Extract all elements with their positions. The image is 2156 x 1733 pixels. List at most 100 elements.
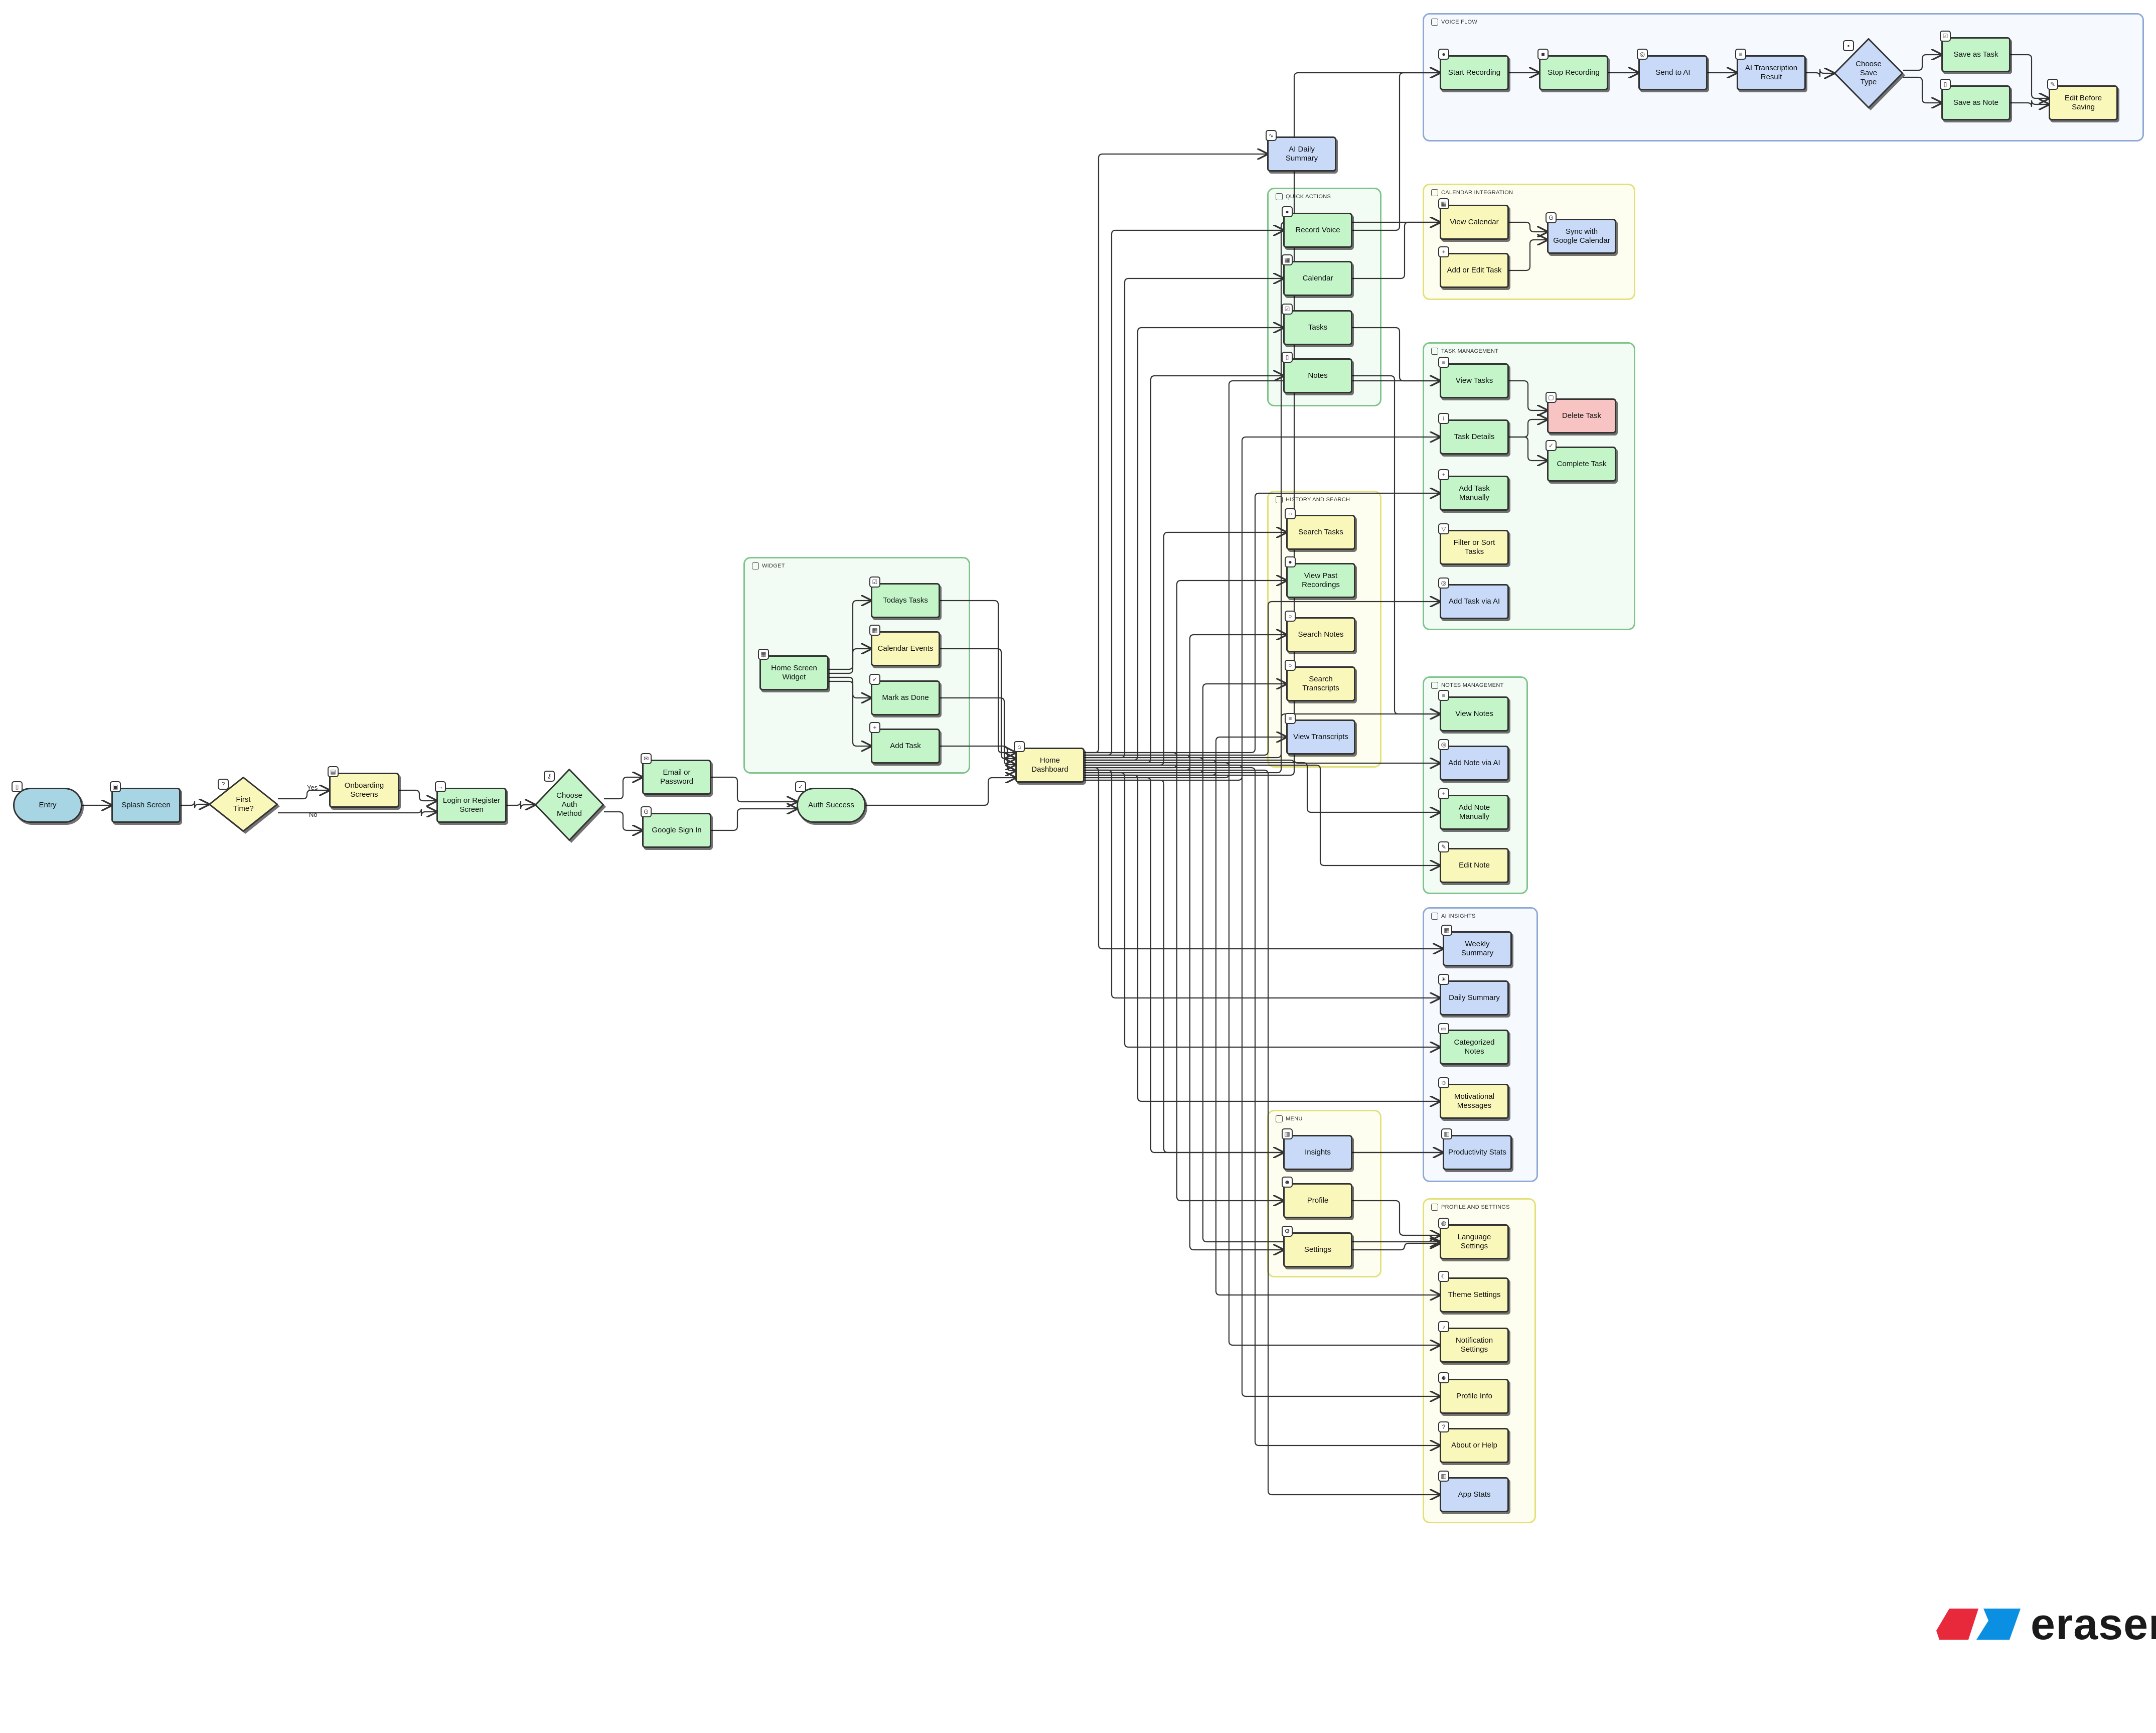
- node-add-task-manual[interactable]: +Add Task Manually: [1438, 469, 1509, 511]
- group-label: VOICE FLOW: [1431, 19, 1477, 26]
- edit-icon: ✎: [2047, 79, 2058, 90]
- node-label: Search Notes: [1298, 630, 1344, 639]
- node-complete-task[interactable]: ✓Complete Task: [1546, 440, 1616, 482]
- node-label: Send to AI: [1655, 68, 1690, 77]
- node-todays-tasks[interactable]: ☑Todays Tasks: [869, 576, 940, 618]
- node-label: Theme Settings: [1448, 1290, 1501, 1299]
- node-productivity[interactable]: ▥Productivity Stats: [1441, 1128, 1512, 1170]
- node-splash[interactable]: ▣Splash Screen: [110, 781, 181, 823]
- node-start-rec[interactable]: ●Start Recording: [1438, 49, 1509, 90]
- node-daily-summary[interactable]: ☀Daily Summary: [1438, 974, 1509, 1016]
- node-view-trans[interactable]: ≡View Transcripts: [1285, 713, 1355, 755]
- node-search-notes[interactable]: ○Search Notes: [1285, 611, 1355, 652]
- node-menu-settings[interactable]: ⚙Settings: [1282, 1226, 1352, 1267]
- user-icon: ☻: [1438, 1372, 1449, 1383]
- node-onboarding[interactable]: ▤Onboarding Screens: [328, 766, 399, 808]
- bar-chart-icon: ▥: [1441, 1128, 1452, 1139]
- search-icon: ○: [1285, 508, 1296, 519]
- node-search-trans[interactable]: ○Search Transcripts: [1285, 660, 1355, 701]
- node-label: Save as Note: [1953, 98, 1999, 107]
- node-add-note-ai[interactable]: ◎Add Note via AI: [1438, 739, 1509, 781]
- node-entry[interactable]: ▯Entry: [12, 781, 82, 823]
- node-label: App Stats: [1458, 1490, 1491, 1499]
- node-ai-daily[interactable]: ∿AI Daily Summary: [1266, 130, 1336, 172]
- node-about-help[interactable]: ?About or Help: [1438, 1421, 1509, 1463]
- cpu-icon: ◎: [1637, 49, 1648, 60]
- node-email[interactable]: ✉Email or Password: [641, 753, 711, 795]
- cpu-icon: ◎: [1438, 739, 1449, 750]
- node-first-time[interactable]: ?First Time?: [209, 777, 280, 834]
- globe-icon: ◍: [1438, 1218, 1449, 1229]
- log-in-icon: →: [435, 781, 446, 792]
- node-add-task[interactable]: +Add Task: [869, 722, 940, 764]
- node-qa-calendar[interactable]: ▦Calendar: [1282, 254, 1352, 296]
- node-lang-settings[interactable]: ◍Language Settings: [1438, 1218, 1509, 1259]
- node-notif-settings[interactable]: ♪Notification Settings: [1438, 1321, 1509, 1363]
- node-theme-settings[interactable]: ☾Theme Settings: [1438, 1271, 1509, 1313]
- node-label: Start Recording: [1448, 68, 1501, 77]
- plus-icon: +: [1438, 788, 1449, 799]
- node-home[interactable]: ⌂Home Dashboard: [1014, 741, 1085, 783]
- node-add-edit-task[interactable]: +Add or Edit Task: [1438, 246, 1509, 288]
- file-icon: ▯: [1282, 352, 1293, 363]
- node-mark-done[interactable]: ✓Mark as Done: [869, 674, 940, 715]
- mic-icon: ●: [1285, 556, 1296, 567]
- node-search-tasks[interactable]: ○Search Tasks: [1285, 508, 1355, 550]
- node-view-tasks[interactable]: ≡View Tasks: [1438, 357, 1509, 398]
- check-square-icon: ☑: [869, 576, 880, 588]
- node-menu-insights[interactable]: ▥Insights: [1282, 1128, 1352, 1170]
- mic-icon: ●: [1282, 206, 1293, 217]
- node-add-note-manual[interactable]: +Add Note Manually: [1438, 788, 1509, 830]
- node-choose-auth[interactable]: ⚷Choose Auth Method: [535, 769, 606, 843]
- plus-icon: +: [1438, 246, 1449, 257]
- node-weekly-summary[interactable]: ▦Weekly Summary: [1441, 925, 1512, 966]
- node-send-ai[interactable]: ◎ Send to AI: [1637, 49, 1708, 90]
- node-qa-voice[interactable]: ● Record Voice: [1282, 206, 1352, 248]
- node-label: AI Daily Summary: [1285, 145, 1318, 163]
- node-view-cal[interactable]: ▦View Calendar: [1438, 198, 1509, 240]
- node-app-stats[interactable]: ▥App Stats: [1438, 1471, 1509, 1512]
- node-label: Onboarding Screens: [344, 781, 384, 799]
- node-profile-info[interactable]: ☻ Profile Info: [1438, 1372, 1509, 1414]
- node-categorized-notes[interactable]: ▭Categorized Notes: [1438, 1023, 1509, 1065]
- node-label: Sync with Google Calendar: [1553, 227, 1610, 245]
- node-label: Save as Task: [1953, 50, 1998, 59]
- node-label: Profile Info: [1456, 1392, 1492, 1400]
- eraser-logo-mark: [1936, 1609, 2021, 1640]
- search-icon: ○: [1285, 660, 1296, 671]
- node-label: Record Voice: [1295, 226, 1340, 234]
- node-stop-rec[interactable]: ■Stop Recording: [1537, 49, 1608, 90]
- node-label: About or Help: [1451, 1441, 1497, 1450]
- node-menu-profile[interactable]: ☻Profile: [1282, 1177, 1352, 1218]
- node-qa-notes[interactable]: ▯ Notes: [1282, 352, 1352, 393]
- node-save-note[interactable]: ▯Save as Note: [1940, 79, 2011, 120]
- group-label: WIDGET: [752, 562, 785, 569]
- node-motivational[interactable]: ☺Motivational Messages: [1438, 1077, 1509, 1119]
- node-auth-success[interactable]: ✓Auth Success: [795, 781, 866, 823]
- node-edit-note[interactable]: ✎Edit Note: [1438, 841, 1509, 883]
- node-filter-sort[interactable]: ▽Filter or Sort Tasks: [1438, 523, 1509, 565]
- group-label-text: NOTES MANAGEMENT: [1441, 682, 1504, 688]
- node-calendar-events[interactable]: ▦Calendar Events: [869, 625, 940, 666]
- node-edit-before[interactable]: ✎Edit Before Saving: [2047, 79, 2118, 120]
- node-delete-task[interactable]: ▢Delete Task: [1546, 392, 1616, 434]
- node-label: Categorized Notes: [1454, 1038, 1495, 1056]
- node-add-task-ai[interactable]: ◎Add Task via AI: [1438, 577, 1509, 619]
- node-widget-home[interactable]: ▦Home Screen Widget: [758, 649, 829, 690]
- node-view-past[interactable]: ●View Past Recordings: [1285, 556, 1355, 598]
- node-login[interactable]: →Login or Register Screen: [435, 781, 507, 823]
- node-save-task[interactable]: ☑Save as Task: [1940, 31, 2011, 72]
- node-label: View Transcripts: [1293, 733, 1348, 741]
- node-ai-trans[interactable]: ≡AI Transcription Result: [1735, 49, 1806, 90]
- node-label: View Calendar: [1450, 218, 1499, 226]
- node-choose-save[interactable]: ▪Choose Save Type: [1834, 38, 1905, 110]
- node-view-notes[interactable]: ≡View Notes: [1438, 690, 1509, 732]
- node-label: Notes: [1308, 371, 1328, 380]
- home-icon: ⌂: [1014, 741, 1025, 752]
- node-qa-tasks[interactable]: ☑Tasks: [1282, 304, 1352, 345]
